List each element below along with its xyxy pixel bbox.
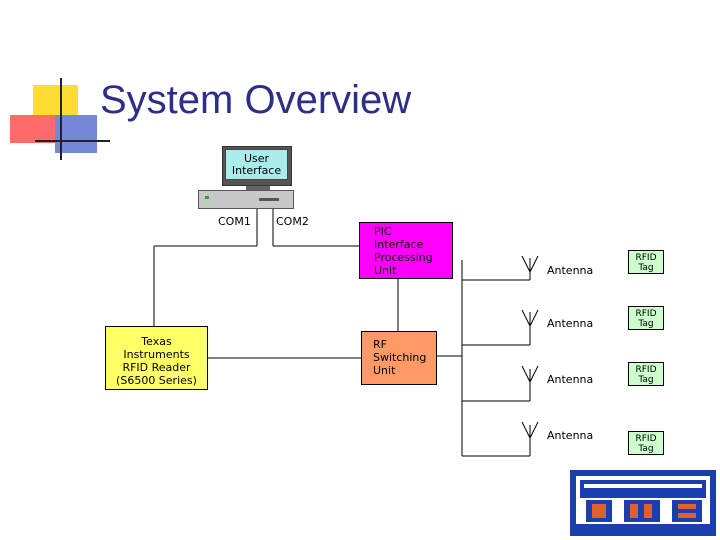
rfid-tag: RFID Tag [628, 362, 664, 386]
user-interface-screen: User Interface [225, 149, 288, 180]
deco-horizontal-line [35, 140, 110, 142]
pic-label-3: Processing [374, 251, 433, 264]
antenna-label-4: Antenna [547, 429, 594, 442]
rf-label-3: Unit [373, 364, 396, 377]
tag-label-2: Tag [638, 375, 654, 385]
reader-label-2: Instruments [123, 348, 190, 361]
pic-label-4: Unit [374, 264, 397, 277]
user-interface-label-2: Interface [231, 164, 282, 177]
antenna-icon [521, 255, 539, 274]
tag-label-1: RFID [635, 365, 657, 375]
pic-interface-box: PIC Interface Processing Unit [359, 222, 453, 279]
rfid-reader-box: Texas Instruments RFID Reader (S6500 Ser… [105, 326, 208, 390]
reader-label-3: RFID Reader [122, 361, 191, 374]
antenna-symbols [521, 255, 539, 440]
antenna-label-2: Antenna [547, 317, 594, 330]
antenna-label-3: Antenna [547, 373, 594, 386]
deco-vertical-line [60, 78, 62, 160]
rf-label-2: Switching [373, 351, 427, 364]
rf-label-1: RF [373, 338, 387, 351]
title-decoration [0, 0, 110, 170]
rfid-tag: RFID Tag [628, 431, 664, 455]
rf-switching-box: RF Switching Unit [361, 331, 437, 385]
antenna-icon [521, 421, 539, 440]
slide-title: System Overview [100, 78, 412, 122]
tag-label-2: Tag [638, 319, 654, 329]
tag-label-2: Tag [638, 263, 654, 273]
deco-red-square [10, 115, 55, 143]
pic-label-2: Interface [374, 238, 424, 251]
reader-label-4: (S6500 Series) [116, 374, 197, 387]
tag-label-2: Tag [638, 444, 654, 454]
com2-label: COM2 [276, 215, 309, 228]
rfid-tag: RFID Tag [628, 306, 664, 330]
antenna-icon [521, 309, 539, 328]
logo-icon [570, 470, 716, 536]
tag-label-1: RFID [635, 309, 657, 319]
antenna-label-1: Antenna [547, 264, 594, 277]
tag-label-1: RFID [635, 253, 657, 263]
deco-blue-square [55, 115, 97, 153]
rfid-tag: RFID Tag [628, 250, 664, 274]
computer-icon: User Interface [194, 146, 298, 210]
pic-label-1: PIC [374, 225, 392, 238]
tag-label-1: RFID [635, 434, 657, 444]
reader-label-1: Texas [141, 335, 172, 348]
com1-label: COM1 [218, 215, 251, 228]
antenna-icon [521, 365, 539, 384]
user-interface-label-1: User [243, 152, 270, 165]
computer-case [198, 190, 294, 209]
